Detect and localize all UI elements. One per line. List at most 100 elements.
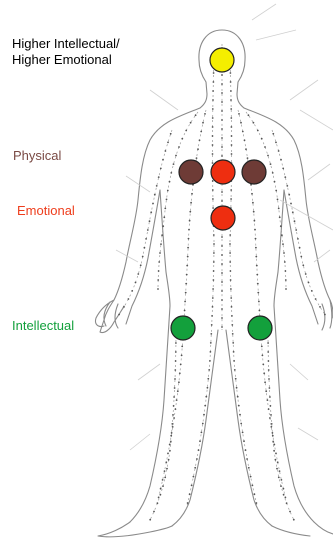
meridian-point: [221, 119, 223, 121]
ray-line: [116, 250, 138, 262]
meridian-point: [147, 229, 149, 231]
meridian-point: [262, 355, 264, 357]
meridian-point: [285, 288, 287, 290]
meridian-point: [164, 208, 166, 210]
meridian-point: [195, 114, 197, 116]
meridian-point: [208, 369, 210, 371]
meridian-point: [221, 317, 223, 319]
meridian-point: [205, 396, 207, 398]
meridian-point: [270, 414, 272, 416]
meridian-point: [283, 252, 285, 254]
meridian-point: [142, 256, 144, 258]
meridian-point: [281, 234, 283, 236]
meridian-point: [265, 390, 267, 392]
meridian-point: [286, 185, 288, 187]
meridian-point: [295, 229, 297, 231]
meridian-point: [221, 110, 223, 112]
meridian-point: [270, 163, 272, 165]
meridian-point: [176, 399, 178, 401]
meridian-point: [177, 390, 179, 392]
meridian-point: [199, 440, 201, 442]
meridian-point: [237, 396, 239, 398]
ray-line: [138, 364, 160, 380]
torso-right: [274, 190, 284, 306]
meridian-point: [319, 306, 321, 308]
meridian-point: [250, 476, 252, 478]
meridian-point: [189, 493, 191, 495]
intellectual-center-label: Intellectual: [12, 318, 74, 333]
higher-center-label: Higher Intellectual/ Higher Emotional: [12, 36, 120, 68]
physical-center-label: Physical: [13, 148, 61, 163]
meridian-point: [167, 142, 169, 144]
meridian-point: [160, 488, 162, 490]
meridian-point: [278, 477, 280, 479]
higher-center: [210, 48, 234, 72]
meridian-point: [221, 83, 223, 85]
meridian-point: [211, 324, 213, 326]
meridian-point: [210, 333, 212, 335]
meridian-point: [158, 270, 160, 272]
meridian-point: [135, 282, 137, 284]
meridian-point: [311, 290, 313, 292]
meridian-point: [221, 263, 223, 265]
meridian-point: [188, 229, 190, 231]
meridian-point: [221, 308, 223, 310]
meridian-point: [284, 176, 286, 178]
left-leg-inner: [172, 330, 218, 526]
meridian-point: [171, 423, 173, 425]
meridian-point: [127, 298, 129, 300]
meridian-point: [292, 211, 294, 213]
intellectual-center-left: [171, 316, 195, 340]
meridian-point: [212, 306, 214, 308]
meridian-point: [179, 372, 181, 374]
meridian-point: [235, 378, 237, 380]
meridian-point: [255, 238, 257, 240]
meridian-point: [230, 108, 232, 110]
meridian-point: [170, 441, 172, 443]
meridian-point: [186, 274, 188, 276]
meridian-point: [294, 220, 296, 222]
meridian-point: [158, 176, 160, 178]
meridian-point: [279, 470, 281, 472]
meridian-point: [262, 364, 264, 366]
meridian-point: [261, 138, 263, 140]
meridian-point: [221, 299, 223, 301]
meridian-point: [264, 381, 266, 383]
meridian-point: [248, 114, 250, 116]
meridian-point: [157, 502, 159, 504]
meridian-point: [239, 414, 241, 416]
meridian-point: [272, 432, 274, 434]
meridian-point: [174, 369, 176, 371]
meridian-point: [196, 458, 198, 460]
meridian-point: [275, 459, 277, 461]
left-hand: [95, 300, 118, 328]
meridian-point: [230, 297, 232, 299]
meridian-point: [257, 292, 259, 294]
meridian-point: [274, 181, 276, 183]
meridian-point: [164, 470, 166, 472]
meridian-point: [268, 360, 270, 362]
ray-line: [298, 428, 318, 440]
meridian-point: [247, 157, 249, 159]
meridian-point: [160, 243, 162, 245]
meridian-point: [209, 360, 211, 362]
meridian-point: [212, 288, 214, 290]
meridian-point: [255, 256, 257, 258]
meridian-point: [221, 191, 223, 193]
meridian-point: [174, 387, 176, 389]
meridian-point: [229, 243, 231, 245]
meridian-point: [175, 342, 177, 344]
meridian-point: [131, 290, 133, 292]
meridian-point: [231, 135, 233, 137]
left-leg-outer: [130, 306, 170, 522]
meridian-point: [175, 360, 177, 362]
meridian-point: [175, 408, 177, 410]
ray-line: [126, 176, 150, 192]
meridian-point: [272, 172, 274, 174]
meridian-point: [187, 502, 189, 504]
meridian-point: [245, 449, 247, 451]
meridian-point: [213, 279, 215, 281]
meridian-point: [221, 272, 223, 274]
meridian-point: [160, 494, 162, 496]
meridian-point: [232, 342, 234, 344]
